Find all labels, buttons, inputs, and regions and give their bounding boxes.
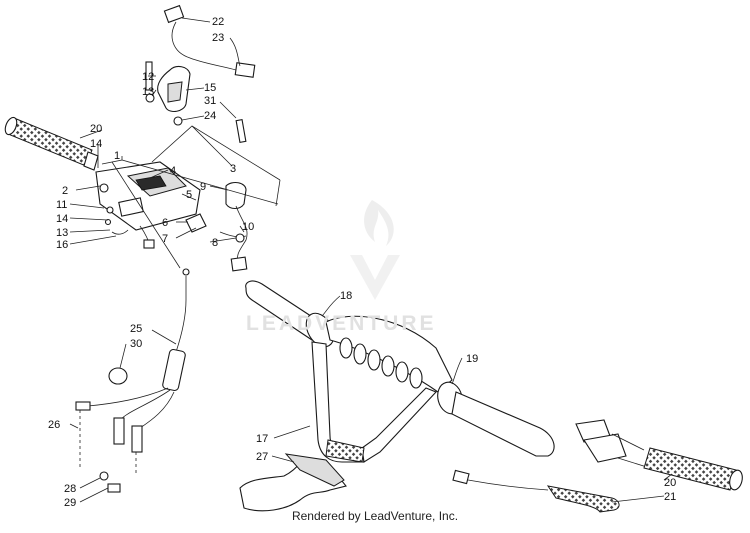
watermark-logo-icon: [350, 200, 400, 300]
callout-31: 31: [204, 95, 216, 107]
callout-22: 22: [212, 16, 224, 28]
left-hand-grip: [4, 116, 99, 171]
callout-2: 2: [62, 185, 68, 197]
callout-14: 14: [56, 213, 68, 225]
callout-18: 18: [340, 290, 352, 302]
callout-28: 28: [64, 483, 76, 495]
throttle-cable: [75, 268, 190, 493]
callout-16: 16: [56, 239, 68, 251]
callout-7: 7: [162, 233, 168, 245]
callout-13: 13: [56, 227, 68, 239]
callout-27: 27: [256, 451, 268, 463]
callout-5: 5: [186, 189, 192, 201]
left-control-housing: [95, 161, 201, 249]
callout-25: 25: [130, 323, 142, 335]
callout-26: 26: [48, 419, 60, 431]
callout-21: 21: [664, 491, 676, 503]
grip-heater: [452, 469, 620, 513]
brake-master-cylinder: [575, 419, 651, 469]
callout-12: 12: [142, 71, 154, 83]
callout-3: 3: [230, 163, 236, 175]
cable-clamp-ring: [108, 367, 128, 385]
callout-23: 23: [212, 32, 224, 44]
handlebar: [245, 280, 555, 463]
callout-14: 14: [90, 138, 102, 150]
callout-labels: 22 23 12 13 15 31 24 20 14 1 3 4 2 9 5 1…: [48, 16, 676, 509]
callout-10: 10: [242, 221, 254, 233]
handlebar-pad: [239, 453, 347, 512]
callout-15: 15: [204, 82, 216, 94]
callout-30: 30: [130, 338, 142, 350]
choke-cable: [163, 4, 256, 143]
callout-13: 13: [142, 86, 154, 98]
callout-20: 20: [664, 477, 676, 489]
callout-17: 17: [256, 433, 268, 445]
callout-8: 8: [212, 237, 218, 249]
switch-assembly: [185, 181, 248, 272]
callout-24: 24: [204, 110, 216, 122]
callout-29: 29: [64, 497, 76, 509]
watermark-text: LEADVENTURE: [246, 312, 437, 335]
callout-11: 11: [56, 199, 67, 211]
callout-6: 6: [162, 217, 168, 229]
footer-credit: Rendered by LeadVenture, Inc.: [291, 509, 459, 523]
callout-20: 20: [90, 123, 102, 135]
leader-lines: [69, 17, 673, 503]
right-hand-grip: [643, 447, 743, 491]
callout-19: 19: [466, 353, 478, 365]
callout-1: 1: [114, 150, 120, 162]
callout-4: 4: [170, 165, 176, 177]
assembly-brackets: [101, 125, 281, 269]
callout-9: 9: [200, 181, 206, 193]
